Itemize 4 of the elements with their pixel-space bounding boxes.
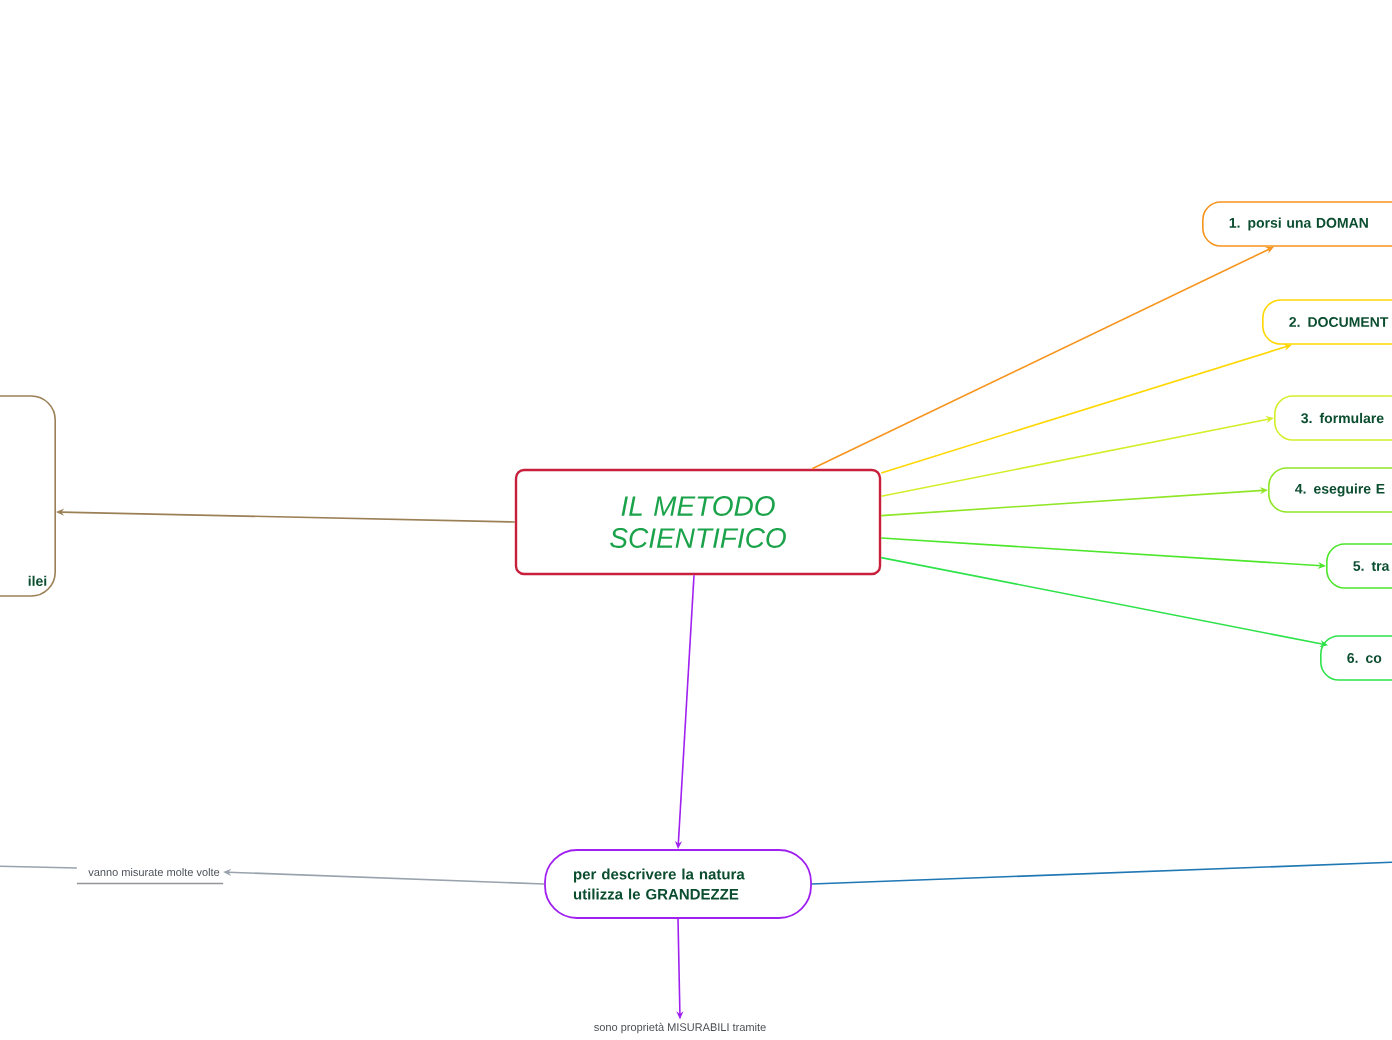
arrow [811,246,1274,470]
title-box: IL METODO SCIENTIFICO [514,468,882,576]
arrow [880,416,1274,498]
arrow [880,343,1292,474]
